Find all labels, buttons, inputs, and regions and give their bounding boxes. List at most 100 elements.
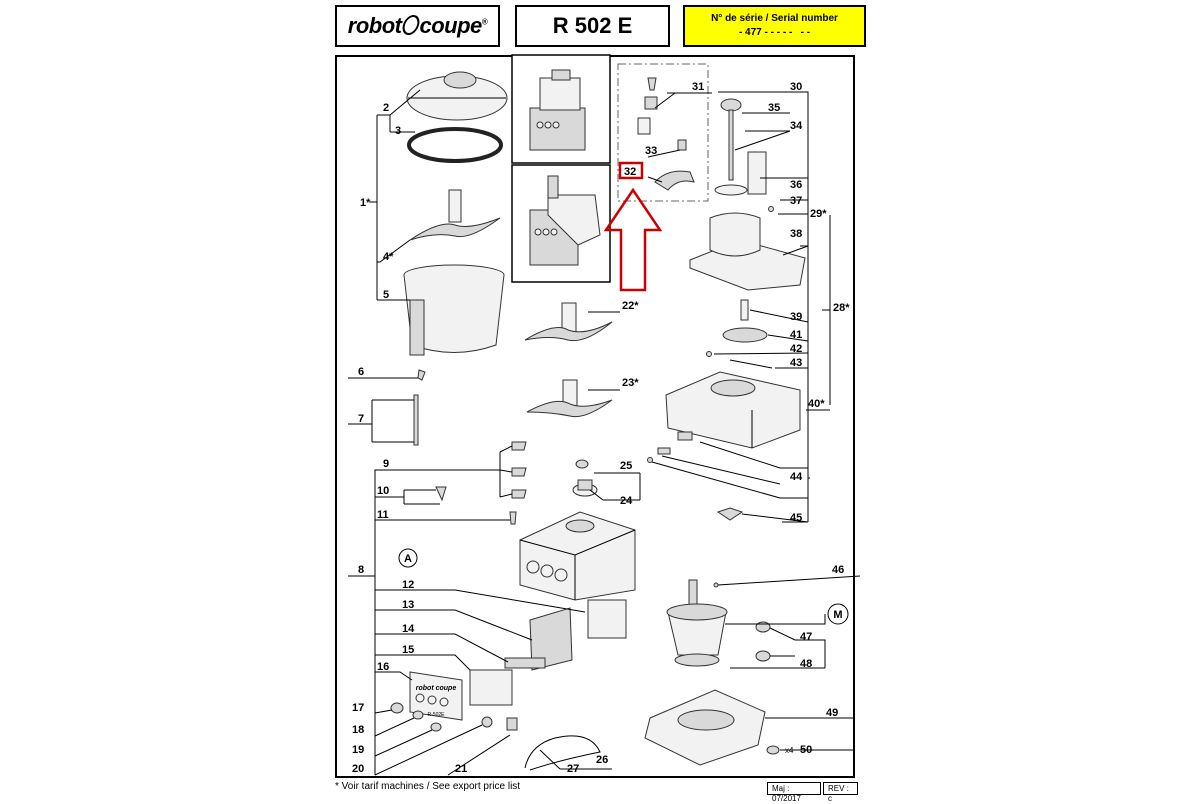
faceplate-brand: robot coupe: [416, 685, 457, 692]
part-6: [417, 369, 426, 381]
knob-18: [412, 710, 424, 720]
revision: REV : c: [823, 782, 858, 803]
callout-2: 2: [383, 102, 389, 114]
callout-38: 38: [790, 228, 802, 240]
pin-39: [740, 299, 749, 321]
footnote: * Voir tarif machines / See export price…: [335, 781, 521, 792]
callout-46: 46: [832, 564, 844, 576]
callout-30: 30: [790, 81, 802, 93]
pin-11: [509, 511, 517, 525]
part-45: [716, 507, 744, 521]
motor-assembly: [666, 579, 728, 667]
switch-21: [506, 717, 518, 731]
callout-3: 3: [395, 125, 401, 137]
leader-lines: [348, 89, 861, 776]
callout-7: 7: [358, 413, 364, 425]
rod-43: [729, 359, 773, 369]
callout-x4: x4: [785, 746, 794, 755]
faceplate-16: robot coupe R-502E: [409, 671, 463, 721]
knob-20: [481, 716, 493, 728]
cable-26: [524, 735, 601, 771]
knob-17: [390, 702, 404, 714]
housing-40: [665, 371, 801, 449]
callout-31: 31: [692, 81, 704, 93]
callout-40: 40*: [808, 398, 825, 410]
dashed-kit-box: [617, 63, 709, 202]
pusher-cap-35: [720, 98, 742, 112]
screw-46: [713, 582, 719, 588]
callout-labels: 2 3 1* 4* 5 6 7 8 9 10 11 12 13 14 15 16…: [352, 81, 850, 775]
callout-14: 14: [402, 623, 415, 635]
clip-9b: [511, 467, 527, 477]
lid-seal-part: [407, 127, 503, 163]
callout-44: 44: [790, 471, 803, 483]
screw-10: [435, 486, 447, 502]
blade-assembly-4: [409, 189, 501, 241]
screw-42: [706, 351, 712, 357]
callout-4: 4*: [383, 251, 394, 263]
callout-8: 8: [358, 564, 364, 576]
callout-43: 43: [790, 357, 802, 369]
pusher-disc-34: [714, 184, 748, 196]
callout-25: 25: [620, 460, 632, 472]
brand-mark: ®: [481, 17, 488, 27]
model-title: R 502 E: [515, 5, 670, 47]
callout-18: 18: [352, 724, 364, 736]
part-32: [654, 170, 695, 191]
marker-A: [398, 548, 418, 568]
callout-12: 12: [402, 579, 414, 591]
callout-19: 19: [352, 744, 364, 756]
callout-41: 41: [790, 329, 802, 341]
callout-17: 17: [352, 702, 364, 714]
foot-50: [766, 745, 780, 755]
lid-38: [689, 212, 806, 291]
callout-21: 21: [455, 763, 467, 775]
callout-32: 32: [624, 166, 636, 178]
pin-37: [768, 206, 774, 212]
callout-22: 22*: [622, 300, 639, 312]
callout-9: 9: [383, 458, 389, 470]
part-7-rod: [413, 394, 419, 446]
callout-27: 27: [567, 763, 579, 775]
callout-16: 16: [377, 661, 389, 673]
blade-assembly-22: [524, 302, 613, 342]
callout-48: 48: [800, 658, 812, 670]
robot-coupe-logo: robot coupe®: [335, 5, 500, 47]
callout-28: 28*: [833, 302, 850, 314]
blade-assembly-23: [526, 379, 613, 418]
callout-11: 11: [377, 509, 389, 521]
bearing-48: [755, 650, 771, 662]
machine-cutter-illustration: [529, 69, 586, 151]
base-49: [644, 689, 766, 766]
ring-25: [575, 459, 589, 469]
callout-29: 29*: [810, 208, 827, 220]
callout-39: 39: [790, 311, 802, 323]
clip-9c: [511, 489, 527, 499]
machine-veg-prep-illustration: [529, 175, 601, 266]
callout-49: 49: [826, 707, 838, 719]
strip-14: [504, 657, 546, 669]
brand-right: coupe: [419, 13, 483, 38]
maj-date: Maj : 07/2017: [767, 782, 821, 803]
lid-part: [406, 71, 508, 121]
callout-50: 50: [800, 744, 812, 756]
knob-19: [430, 722, 442, 732]
callout-15: 15: [402, 644, 414, 656]
coupling-24: [572, 479, 598, 497]
marker-M: [827, 603, 849, 625]
highlight-arrow: [603, 187, 663, 292]
callout-35: 35: [768, 102, 780, 114]
callout-47: 47: [800, 631, 812, 643]
parts-44: [647, 431, 693, 463]
serial-number-box: N° de série / Serial number - 477 - - - …: [683, 5, 866, 47]
callout-1: 1*: [360, 197, 371, 209]
part-33: [677, 139, 687, 151]
callout-42: 42: [790, 343, 802, 355]
faceplate-model: R-502E: [428, 712, 446, 718]
brand-left: robot: [347, 13, 402, 38]
panel-12: [587, 599, 627, 639]
disc-41: [722, 327, 768, 343]
callout-37: 37: [790, 195, 802, 207]
pcb-15: [469, 669, 513, 706]
callout-23: 23*: [622, 377, 639, 389]
